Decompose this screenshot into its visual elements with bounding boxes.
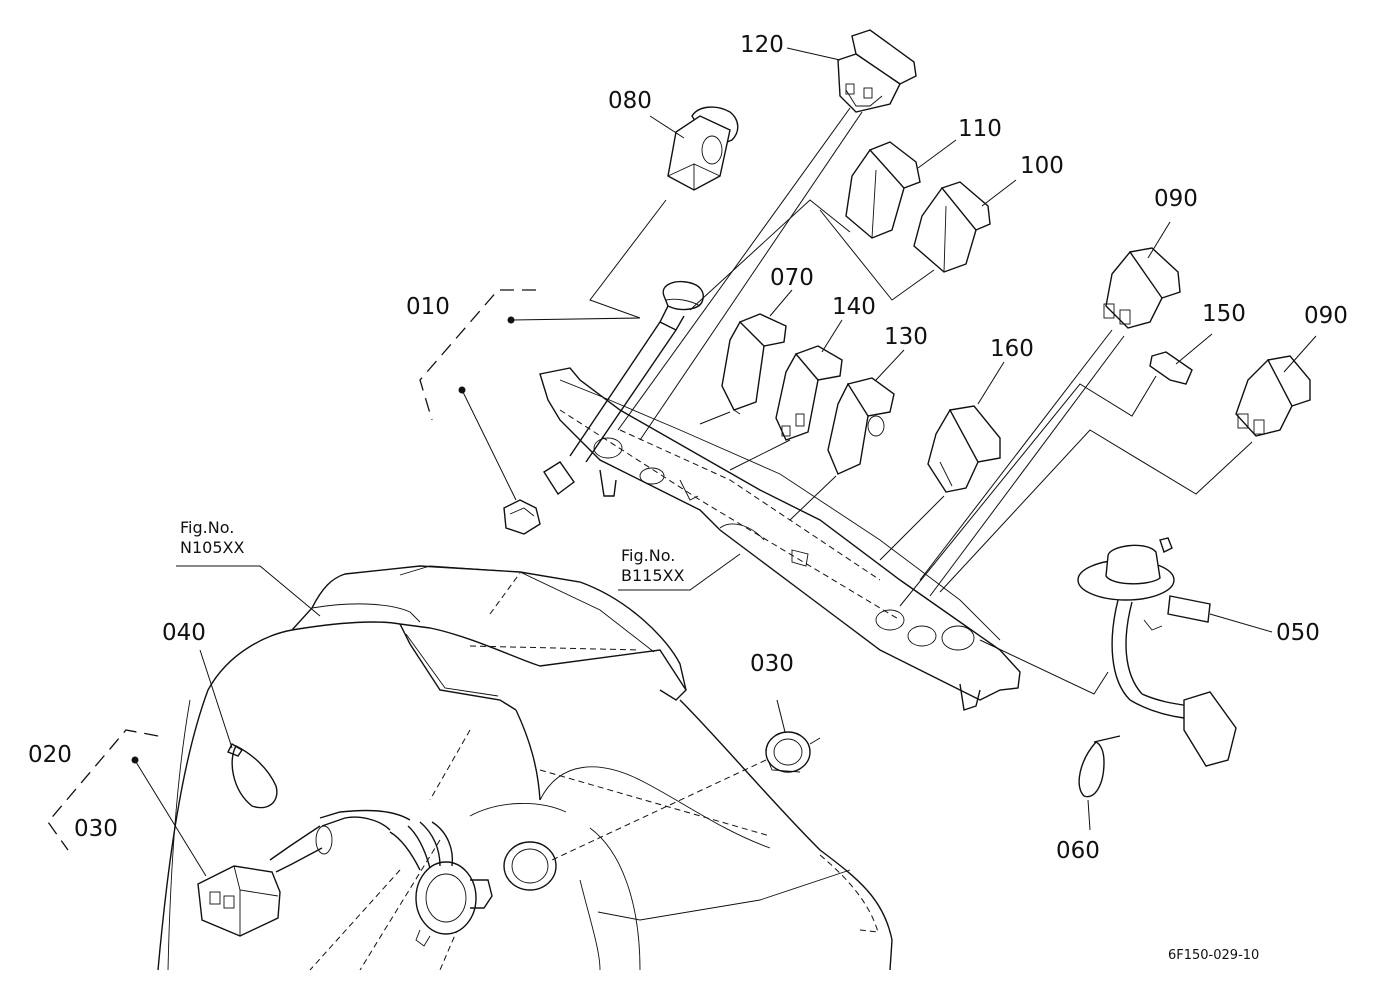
drawing-code: 6F150-029-10	[1168, 948, 1260, 963]
key-switch-assembly	[197, 809, 493, 947]
figure-ref-b-line1: Fig.No.	[621, 546, 676, 565]
callout-160: 160	[990, 336, 1034, 362]
figure-ref-n105xx: Fig.No. N105XX	[180, 518, 244, 558]
cable-tie-060	[1078, 735, 1121, 798]
callout-050: 050	[1276, 620, 1320, 646]
callout-140: 140	[832, 294, 876, 320]
callout-030-keyswitch: 030	[74, 816, 118, 842]
callout-040: 040	[162, 620, 206, 646]
switch-080	[667, 106, 739, 191]
cable-tie-040	[199, 649, 278, 809]
callout-090-lower: 090	[1304, 303, 1348, 329]
switch-130	[827, 377, 895, 475]
switch-160	[927, 405, 1001, 493]
callout-110: 110	[958, 116, 1002, 142]
switch-140	[775, 345, 843, 441]
figure-ref-n-line2: N105XX	[180, 538, 245, 557]
leader-lines	[135, 47, 1317, 877]
figure-ref-n-line1: Fig.No.	[180, 518, 235, 537]
dashboard-housing	[157, 565, 893, 971]
callout-070: 070	[770, 265, 814, 291]
switch-120	[837, 29, 917, 113]
callout-130: 130	[884, 324, 928, 350]
callout-120: 120	[740, 32, 784, 58]
switch-090-upper	[1103, 247, 1181, 329]
grommet-030	[551, 699, 821, 861]
callout-080: 080	[608, 88, 652, 114]
switch-070	[721, 313, 787, 415]
switch-110	[845, 141, 921, 239]
switch-090-lower	[1235, 355, 1311, 437]
switch-panel-bracket	[539, 367, 1021, 711]
figure-ref-b115xx: Fig.No. B115XX	[621, 546, 684, 586]
callout-100: 100	[1020, 153, 1064, 179]
callout-020: 020	[28, 742, 72, 768]
lamp-socket-010	[503, 280, 704, 535]
callout-030-grommet: 030	[750, 651, 794, 677]
cap-150	[1149, 351, 1193, 385]
group-brackets	[47, 289, 536, 851]
sensor-050	[1077, 537, 1237, 767]
callout-060: 060	[1056, 838, 1100, 864]
figure-ref-b-line2: B115XX	[621, 566, 685, 585]
callout-150: 150	[1202, 301, 1246, 327]
callout-090-upper: 090	[1154, 186, 1198, 212]
callout-010: 010	[406, 294, 450, 320]
switch-100	[913, 181, 991, 273]
callout-dots	[131, 316, 515, 764]
